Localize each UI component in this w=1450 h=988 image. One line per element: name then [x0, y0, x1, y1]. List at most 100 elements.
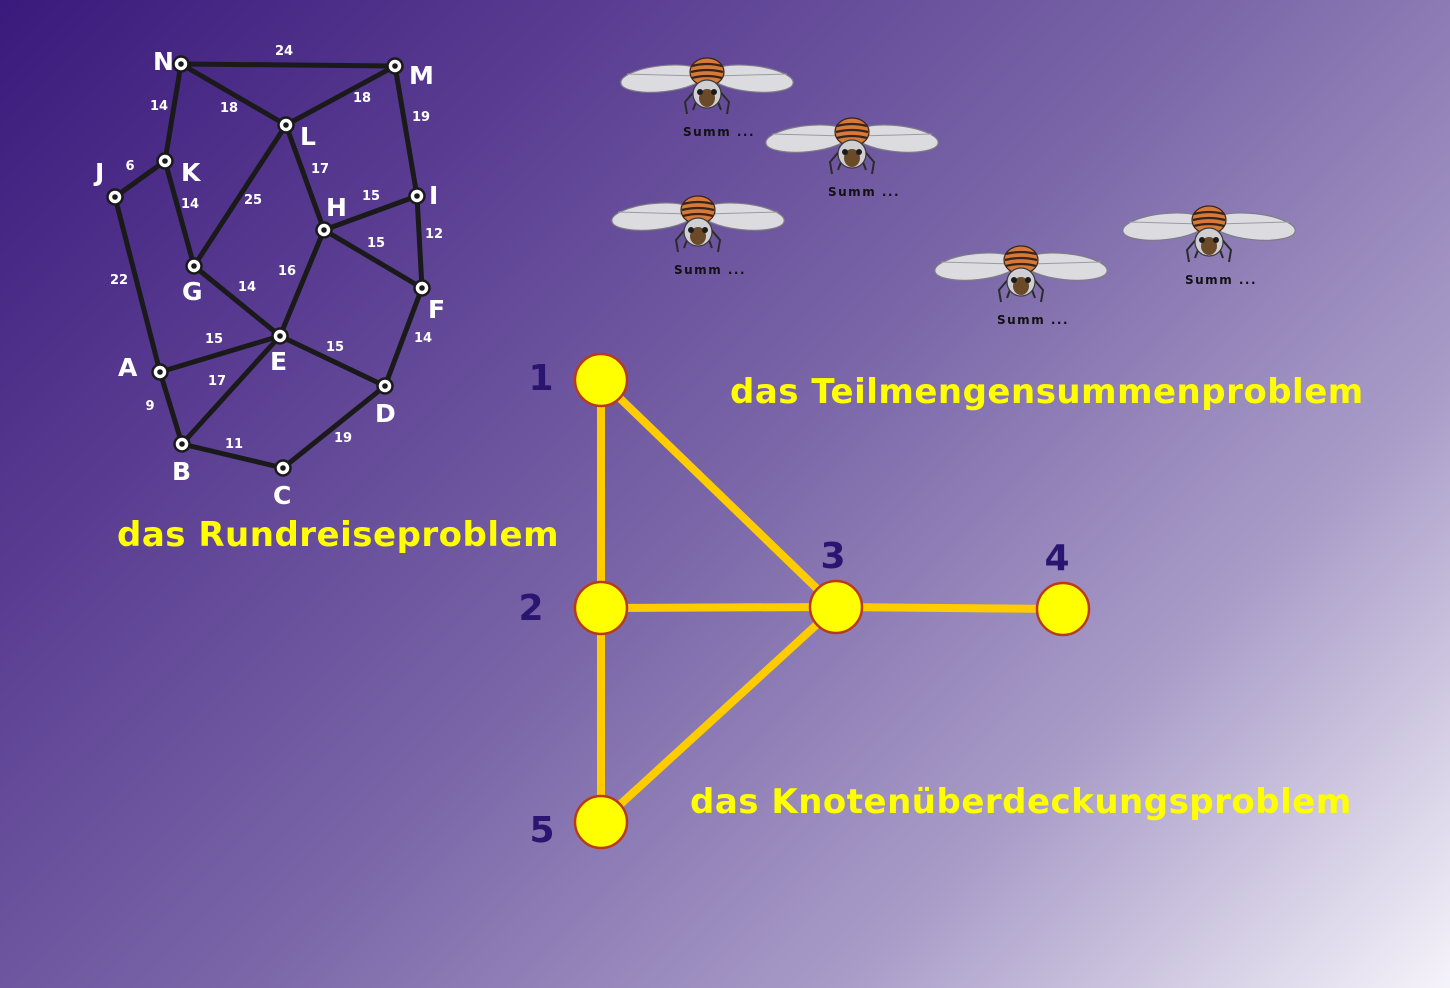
vc-node-label: 4 [1044, 538, 1069, 579]
tsp-node-label: G [182, 277, 203, 306]
tsp-weight-label: 6 [125, 159, 134, 174]
tsp-node-dot [157, 369, 163, 375]
tsp-node-label: B [172, 457, 191, 486]
tsp-weight-label: 16 [278, 264, 296, 279]
bee-label: Summ ... [674, 263, 746, 277]
tsp-edge-L-G [191, 122, 289, 269]
tsp-weight-label: 18 [220, 101, 238, 116]
tsp-edge-N-K [162, 61, 184, 164]
vc-node-5 [573, 794, 629, 850]
tsp-node-label: E [270, 347, 287, 376]
tsp-node-dot [414, 193, 420, 199]
bee-icon: Summ ... [611, 195, 785, 277]
tsp-edge-L-H [283, 122, 327, 233]
tsp-node-dot [419, 285, 425, 291]
caption-subset-sum: das Teilmengensummenproblem [730, 372, 1364, 412]
tsp-node-dot [277, 333, 283, 339]
bee-icon: Summ ... [934, 245, 1108, 327]
tsp-weight-label: 14 [181, 197, 199, 212]
tsp-edge-H-E [277, 227, 327, 339]
tsp-node-dot [283, 122, 289, 128]
tsp-edge-M-L [283, 63, 398, 128]
tsp-weight-label: 24 [275, 44, 293, 59]
vc-node-4 [1035, 581, 1091, 637]
bee-label: Summ ... [828, 185, 900, 199]
tsp-node-label: F [428, 295, 445, 324]
tsp-node-label: N [153, 47, 174, 76]
bee-label: Summ ... [1185, 273, 1257, 287]
tsp-edges [112, 61, 425, 471]
tsp-edge-N-L [178, 61, 289, 128]
tsp-weight-label: 22 [110, 273, 128, 288]
vc-node-3 [808, 579, 864, 635]
tsp-edge-B-C [179, 441, 286, 471]
tsp-weight-label: 17 [208, 374, 226, 389]
tsp-node-dot [191, 263, 197, 269]
tsp-weight-label: 11 [225, 437, 243, 452]
tsp-edge-M-I [392, 63, 420, 199]
vc-nodes: 1 2 3 4 5 [518, 352, 1091, 851]
bee-icon: Summ ... [765, 117, 939, 199]
tsp-node-label: K [181, 158, 202, 187]
tsp-weight-label: 19 [334, 431, 352, 446]
bee-label: Summ ... [683, 125, 755, 139]
vc-edge-2-3 [600, 603, 837, 612]
tsp-weight-label: 9 [145, 399, 154, 414]
tsp-node-dot [112, 194, 118, 200]
tsp-edge-F-D [382, 285, 425, 389]
tsp-weight-label: 15 [326, 340, 344, 355]
tsp-node-dot [179, 441, 185, 447]
tsp-weight-label: 17 [311, 162, 329, 177]
vc-node-label: 3 [820, 536, 845, 577]
vc-edge-3-5 [598, 604, 839, 825]
tsp-node-label: H [326, 193, 347, 222]
bee-label: Summ ... [997, 313, 1069, 327]
tsp-weight-label: 14 [150, 99, 168, 114]
bee-icon: Summ ... [620, 57, 794, 139]
caption-tsp: das Rundreiseproblem [117, 515, 560, 555]
tsp-weight-label: 18 [353, 91, 371, 106]
tsp-edge-J-K [112, 158, 168, 200]
tsp-node-label: L [300, 122, 316, 151]
vc-node-label: 2 [518, 588, 543, 629]
tsp-node-label: C [273, 481, 291, 510]
tsp-node-label: D [375, 399, 396, 428]
tsp-edge-H-F [321, 227, 425, 291]
vc-node-1 [573, 352, 629, 408]
tsp-edge-A-B [157, 369, 185, 447]
tsp-edge-C-D [280, 383, 388, 471]
bee-icon: Summ ... [1122, 205, 1296, 287]
tsp-node-dot [280, 465, 286, 471]
tsp-node-dot [321, 227, 327, 233]
vc-node-label: 1 [528, 358, 553, 399]
tsp-edge-A-E [157, 333, 283, 375]
vc-edges [597, 377, 1064, 825]
tsp-edge-B-E [179, 333, 283, 447]
tsp-weight-label: 14 [414, 331, 432, 346]
vc-edge-1-3 [598, 377, 839, 610]
tsp-node-dot [162, 158, 168, 164]
tsp-edge-K-G [162, 158, 197, 269]
tsp-edge-N-M [178, 61, 398, 69]
tsp-edge-E-D [277, 333, 388, 389]
tsp-weight-label: 15 [367, 236, 385, 251]
tsp-weight-label: 25 [244, 193, 262, 208]
tsp-node-label: A [118, 353, 138, 382]
tsp-edge-H-I [321, 193, 420, 233]
vc-edge-3-4 [835, 603, 1064, 613]
bees: Summ ... Summ ... Summ ... Summ ... Summ ... [611, 57, 1296, 327]
vc-node-label: 5 [529, 810, 554, 851]
tsp-node-label: I [429, 181, 438, 210]
tsp-weight-label: 14 [238, 280, 256, 295]
tsp-edge-G-E [191, 263, 283, 339]
vc-node-2 [573, 580, 629, 636]
tsp-edge-I-F [414, 193, 425, 291]
tsp-node-label: J [93, 158, 104, 187]
tsp-weight-label: 19 [412, 110, 430, 125]
tsp-node-dot [382, 383, 388, 389]
tsp-node-dot [392, 63, 398, 69]
caption-vertex-cover: das Knotenüberdeckungsproblem [690, 782, 1352, 822]
